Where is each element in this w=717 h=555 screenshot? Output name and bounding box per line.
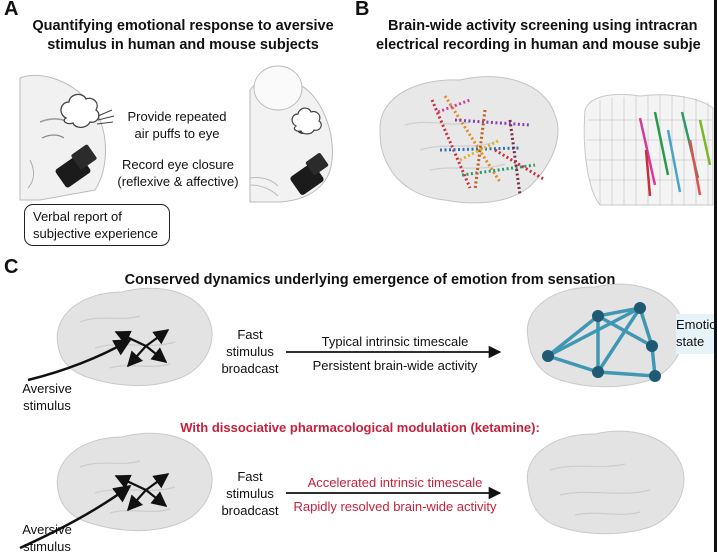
verbal-report-line2: subjective experience	[33, 226, 159, 241]
aversive-stimulus-bottom: Aversive stimulus	[12, 521, 82, 555]
panel-a-title-line1: Quantifying emotional response to aversi…	[32, 18, 334, 34]
broadcast-top-line3: broadcast	[221, 361, 279, 376]
ketamine-modulation-label: With dissociative pharmacological modula…	[180, 420, 540, 435]
rapidly-resolved-activity-label: Rapidly resolved brain-wide activity	[293, 499, 497, 514]
eye-closure-caption-line2: (reflexive & affective)	[117, 174, 239, 189]
panel-a-title: Quantifying emotional response to aversi…	[22, 17, 344, 55]
panel-b-title: Brain-wide activity screening using intr…	[376, 17, 714, 55]
emotion-state-line1: Emotio	[676, 317, 717, 332]
panel-b-title-line1: Brain-wide activity screening using intr…	[388, 18, 698, 34]
aversive-stimulus-top-line1: Aversive	[22, 381, 72, 396]
broadcast-top-line2: stimulus	[226, 344, 274, 359]
panel-letter-c: C	[4, 256, 19, 278]
stimulus-arrow-top	[27, 338, 132, 382]
aversive-stimulus-top-line2: stimulus	[23, 398, 71, 413]
stimulus-arrow-bottom	[19, 484, 132, 550]
emotion-state-label: Emotio state	[676, 316, 716, 350]
panel-c-title: Conserved dynamics underlying emergence …	[124, 272, 616, 288]
panel-letter-a: A	[4, 0, 19, 20]
aversive-stimulus-bottom-line2: stimulus	[23, 539, 71, 554]
broadcast-arrows-bottom	[114, 473, 170, 512]
panel-a-title-line2: stimulus in human and mouse subjects	[47, 37, 319, 53]
fast-stimulus-broadcast-top: Fast stimulus broadcast	[212, 326, 288, 377]
broadcast-top-line1: Fast	[237, 327, 263, 342]
broadcast-bottom-line1: Fast	[237, 469, 263, 484]
accelerated-timescale-label: Accelerated intrinsic timescale	[307, 475, 483, 490]
eye-closure-caption: Record eye closure (reflexive & affectiv…	[108, 156, 248, 190]
brain-top-left	[56, 287, 213, 386]
brain-bottom-left	[56, 432, 213, 531]
broadcast-arrows-top	[114, 329, 170, 368]
camera-icon	[55, 144, 97, 188]
persistent-activity-label: Persistent brain-wide activity	[312, 358, 478, 373]
panel-letter-b: B	[355, 0, 370, 20]
brain-network-right	[526, 283, 685, 388]
aversive-stimulus-top: Aversive stimulus	[12, 380, 82, 414]
air-puff-caption: Provide repeated air puffs to eye	[112, 108, 242, 142]
broadcast-bottom-line2: stimulus	[226, 486, 274, 501]
air-puff-caption-line1: Provide repeated	[127, 109, 227, 124]
mouse-brain-probes-illustration	[583, 93, 714, 206]
human-brain-electrodes-illustration	[379, 76, 559, 204]
right-frame-edge	[714, 0, 717, 552]
air-puff-caption-line2: air puffs to eye	[134, 126, 220, 141]
emotion-state-highlight	[676, 314, 717, 354]
panel-b-title-line2: electrical recording in human and mouse …	[376, 37, 701, 53]
aversive-stimulus-bottom-line1: Aversive	[22, 522, 72, 537]
eye-closure-caption-line1: Record eye closure	[122, 157, 234, 172]
mouse-air-puff-cloud-icon	[291, 107, 322, 135]
brain-bottom-right	[526, 430, 685, 535]
fast-stimulus-broadcast-bottom: Fast stimulus broadcast	[212, 468, 288, 519]
air-puff-cloud-icon	[60, 93, 115, 129]
mouse-camera-icon	[290, 153, 329, 195]
verbal-report-bubble: Verbal report of subjective experience	[24, 204, 170, 246]
emotion-state-line2: state	[676, 334, 705, 349]
verbal-report-line1: Verbal report of	[33, 209, 122, 224]
broadcast-bottom-line3: broadcast	[221, 503, 279, 518]
typical-timescale-label: Typical intrinsic timescale	[321, 334, 469, 349]
